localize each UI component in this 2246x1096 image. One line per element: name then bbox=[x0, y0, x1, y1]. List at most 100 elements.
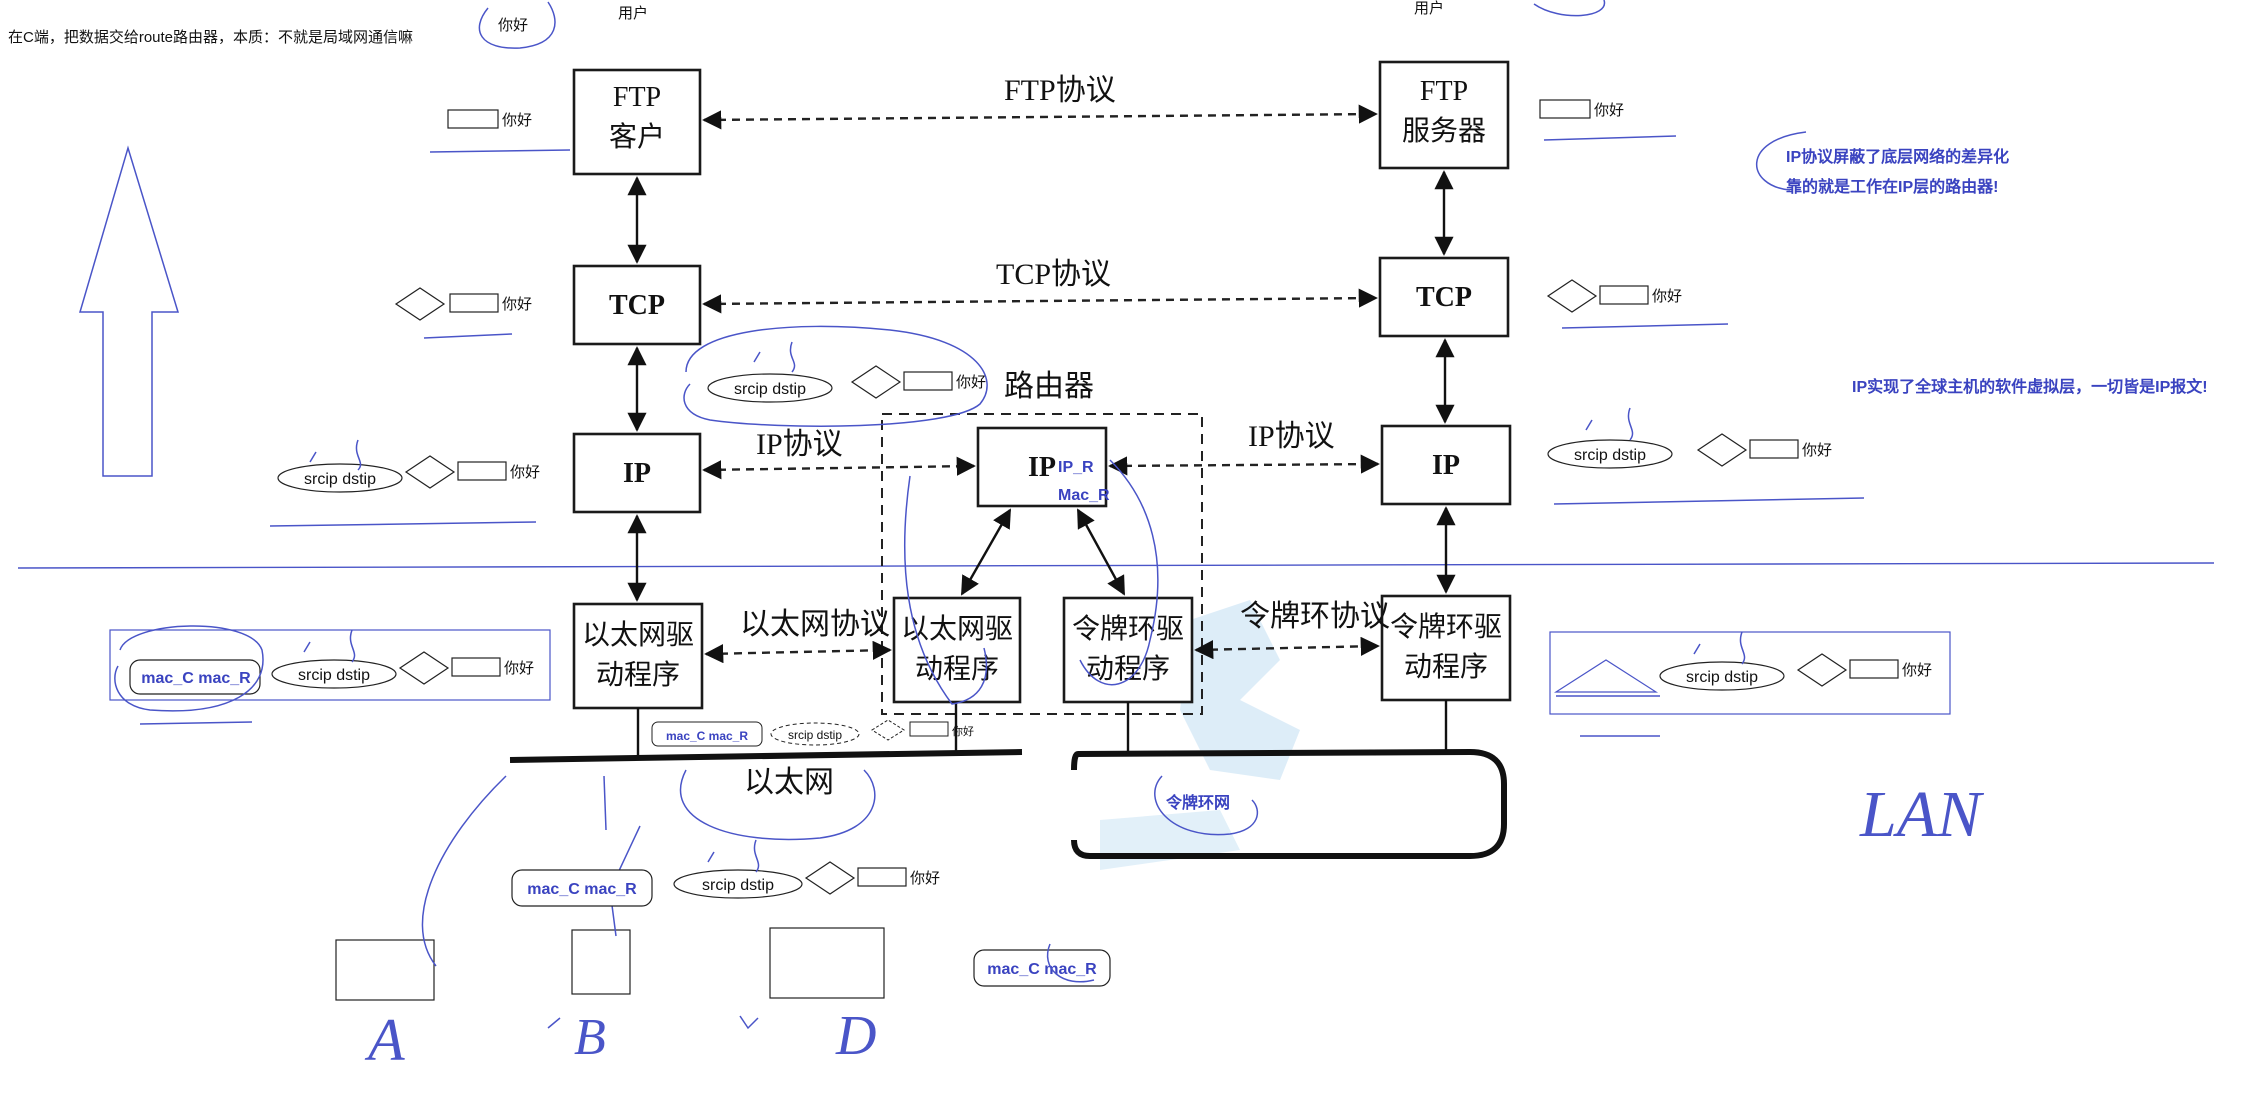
svg-text:srcip dstip: srcip dstip bbox=[734, 381, 806, 398]
svg-text:TCP: TCP bbox=[1416, 282, 1472, 313]
svg-text:服务器: 服务器 bbox=[1402, 115, 1486, 147]
svg-text:你好: 你好 bbox=[510, 464, 540, 481]
svg-text:srcip dstip: srcip dstip bbox=[788, 728, 842, 742]
svg-text:你好: 你好 bbox=[1902, 662, 1932, 679]
svg-text:mac_C mac_R: mac_C mac_R bbox=[527, 881, 637, 898]
svg-text:mac_C mac_R: mac_C mac_R bbox=[141, 670, 251, 687]
host-d-tick bbox=[739, 1015, 759, 1030]
host-b-link bbox=[603, 775, 607, 831]
divider-line bbox=[17, 562, 2215, 569]
svg-text:以太网驱: 以太网驱 bbox=[901, 613, 1013, 645]
host-d-label: D bbox=[835, 1005, 876, 1067]
router-label: 路由器 bbox=[1004, 370, 1094, 403]
header-note: 在C端，把数据交给route路由器，本质：不就是局域网通信嘛 bbox=[8, 28, 413, 46]
host-b-tick bbox=[547, 1017, 561, 1029]
up-arrow-icon bbox=[78, 145, 180, 477]
svg-text:你好: 你好 bbox=[502, 296, 532, 313]
tcp-protocol-label: TCP协议 bbox=[996, 258, 1111, 291]
eth-bottom-frame: mac_C mac_R srcip dstip 你好 bbox=[511, 769, 940, 907]
token-driver-right-box: 令牌环驱 动程序 bbox=[1380, 594, 1512, 702]
svg-text:你好: 你好 bbox=[910, 870, 940, 887]
svg-text:你好: 你好 bbox=[1802, 442, 1832, 459]
ip-right-packet: srcip dstip 你好 bbox=[1547, 407, 1865, 505]
svg-text:FTP: FTP bbox=[1420, 76, 1468, 107]
note-ip-shield-2: 靠的就是工作在IP层的路由器! bbox=[1786, 177, 1998, 196]
svg-text:你好: 你好 bbox=[952, 724, 974, 738]
token-ring-label: 令牌环网 bbox=[1165, 793, 1230, 812]
ip-token-router-arrow bbox=[1076, 508, 1126, 596]
svg-text:你好: 你好 bbox=[1594, 102, 1624, 119]
router-eth-trace bbox=[904, 475, 988, 705]
ftp-left-packet: 你好 bbox=[429, 109, 571, 153]
svg-text:srcip dstip: srcip dstip bbox=[298, 667, 370, 684]
svg-text:FTP: FTP bbox=[613, 82, 661, 113]
ip-protocol-right-arrow bbox=[1108, 454, 1380, 476]
svg-text:令牌环驱: 令牌环驱 bbox=[1072, 613, 1184, 645]
ftp-protocol-label: FTP协议 bbox=[1004, 74, 1116, 107]
host-d-box bbox=[769, 927, 885, 999]
svg-text:mac_C mac_R: mac_C mac_R bbox=[666, 729, 748, 743]
eth-driver-left-box: 以太网驱 动程序 bbox=[572, 602, 704, 710]
svg-text:IP: IP bbox=[623, 458, 651, 489]
top-right-scribble bbox=[1533, 0, 1606, 17]
token-ring-corner bbox=[1071, 751, 1080, 771]
ip-left-box: IP bbox=[572, 432, 702, 514]
ip-mid-packet: srcip dstip 你好 bbox=[683, 325, 988, 427]
ftp-client-box: FTP 客户 bbox=[572, 68, 702, 176]
ftp-right-packet: 你好 bbox=[1539, 99, 1677, 141]
ethernet-protocol-label: 以太网协议 bbox=[740, 608, 890, 641]
svg-text:IP: IP bbox=[1432, 450, 1460, 481]
tcp-right-box: TCP bbox=[1378, 256, 1510, 338]
ethernet-protocol-arrow bbox=[704, 640, 892, 664]
svg-text:srcip dstip: srcip dstip bbox=[1574, 447, 1646, 464]
svg-text:动程序: 动程序 bbox=[1404, 651, 1488, 683]
user-label-right: 用户 bbox=[1414, 0, 1444, 17]
hello-top-circle bbox=[478, 1, 556, 49]
ftp-protocol-arrow bbox=[702, 104, 1378, 130]
note-ip-shield-1: IP协议屏蔽了底层网络的差异化 bbox=[1786, 147, 2009, 166]
mac-r-label: Mac_R bbox=[1058, 487, 1110, 504]
svg-text:srcip dstip: srcip dstip bbox=[702, 877, 774, 894]
ip-router-box: IP bbox=[976, 426, 1108, 508]
router-mac-frame: mac_C mac_R bbox=[973, 943, 1111, 987]
svg-text:srcip dstip: srcip dstip bbox=[304, 471, 376, 488]
token-right-frame: srcip dstip 你好 bbox=[1549, 631, 1951, 737]
ip-left-packet: srcip dstip 你好 bbox=[269, 439, 540, 527]
svg-text:TCP: TCP bbox=[609, 290, 665, 321]
token-protocol-arrow bbox=[1194, 636, 1380, 660]
ip-r-label: IP_R bbox=[1058, 459, 1094, 476]
token-ring-circle bbox=[1154, 775, 1259, 836]
eth-mid-frame: mac_C mac_R srcip dstip 你好 bbox=[651, 719, 974, 747]
svg-text:你好: 你好 bbox=[504, 660, 534, 677]
ip-protocol-left-arrow bbox=[702, 456, 976, 480]
svg-text:客户: 客户 bbox=[609, 121, 665, 153]
svg-text:IP: IP bbox=[1028, 452, 1056, 483]
ip-eth-router-arrow bbox=[960, 508, 1012, 596]
svg-text:mac_C mac_R: mac_C mac_R bbox=[987, 961, 1097, 978]
ip-protocol-left-label: IP协议 bbox=[756, 428, 843, 461]
ip-protocol-right-label: IP协议 bbox=[1248, 420, 1335, 453]
svg-text:你好: 你好 bbox=[502, 112, 532, 129]
host-b-box bbox=[571, 929, 631, 995]
tcp-left-box: TCP bbox=[572, 264, 702, 346]
eth-left-frame: mac_C mac_R srcip dstip 你好 bbox=[109, 625, 551, 725]
svg-text:动程序: 动程序 bbox=[596, 659, 680, 691]
token-driver-router-box: 令牌环驱 动程序 bbox=[1062, 596, 1194, 704]
hello-top: 你好 bbox=[498, 17, 528, 34]
ethernet-bus-line bbox=[509, 749, 1023, 763]
router-token-trace bbox=[1079, 459, 1159, 686]
svg-text:srcip dstip: srcip dstip bbox=[1686, 669, 1758, 686]
note-ip-global: IP实现了全球主机的软件虚拟层，一切皆是IP报文! bbox=[1852, 377, 2208, 396]
eth-driver-router-box: 以太网驱 动程序 bbox=[892, 596, 1022, 704]
host-a-label: A bbox=[364, 1007, 405, 1073]
host-b-label: B bbox=[574, 1009, 606, 1066]
lan-label: LAN bbox=[1859, 778, 1985, 851]
svg-text:你好: 你好 bbox=[1652, 288, 1682, 305]
ip-right-box: IP bbox=[1380, 424, 1512, 506]
ethernet-label: 以太网 bbox=[744, 766, 834, 799]
router-dashed-box bbox=[881, 413, 1203, 715]
svg-text:你好: 你好 bbox=[956, 374, 986, 391]
tcp-protocol-arrow bbox=[702, 288, 1378, 314]
token-ring-line bbox=[1071, 748, 1507, 859]
